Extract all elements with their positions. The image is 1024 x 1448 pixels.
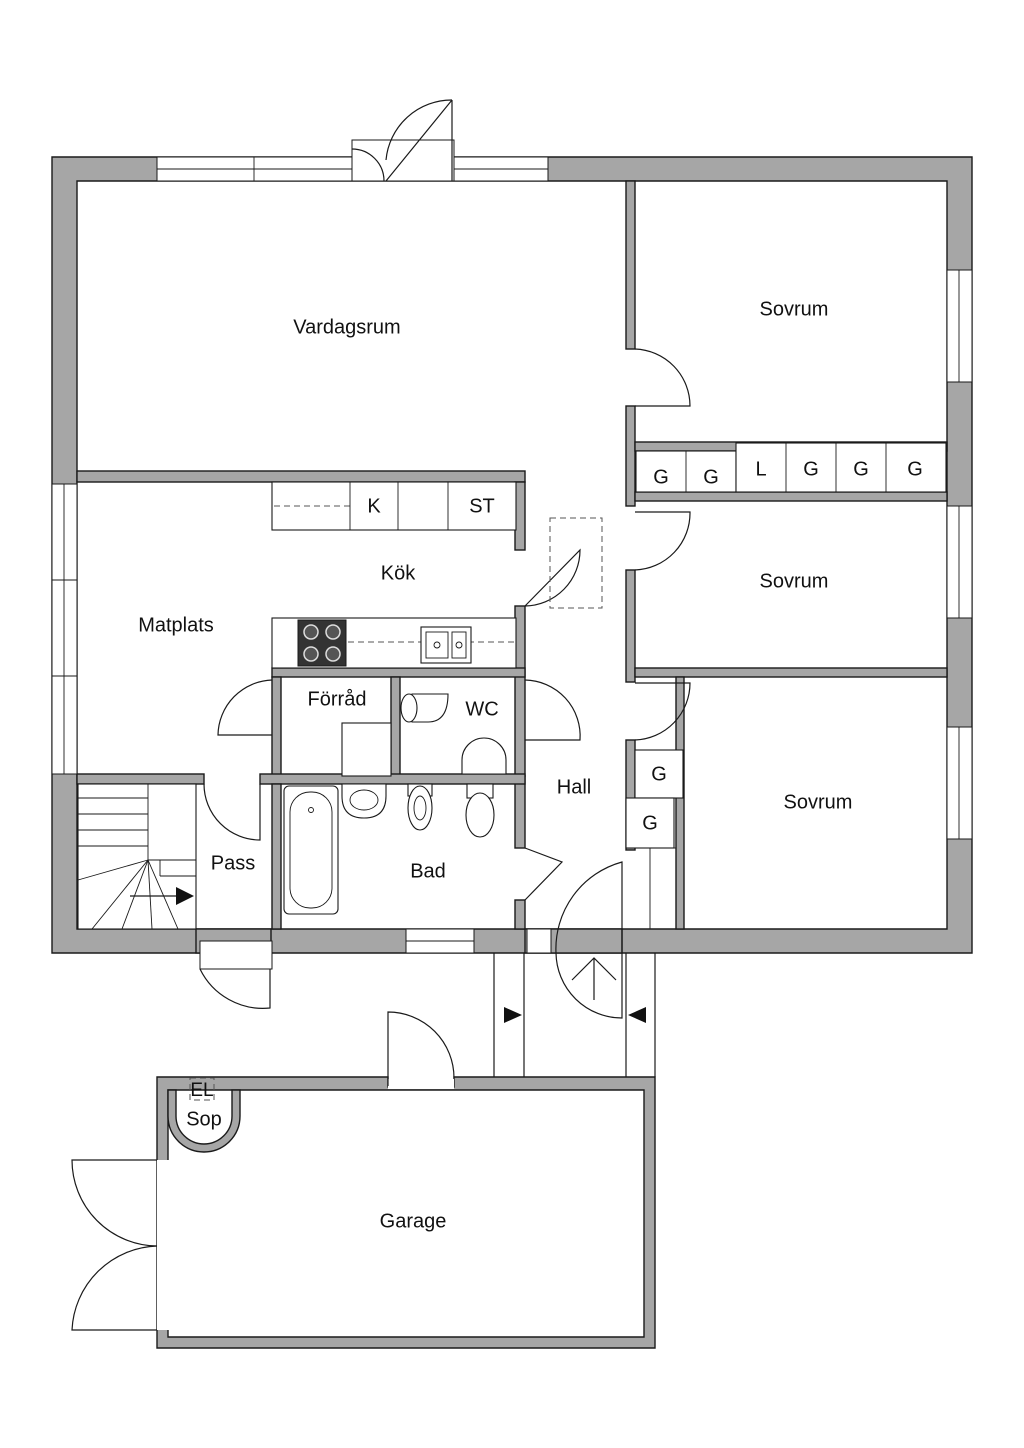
interior-wall: [625, 569, 636, 683]
room-label-sovrum-2: Sovrum: [760, 570, 829, 592]
closet-label-g: G: [907, 458, 923, 480]
sop-room-wall: [167, 1089, 241, 1153]
closet-label-g: G: [651, 763, 667, 785]
room-label-matplats: Matplats: [138, 614, 214, 636]
door-swing: [217, 679, 273, 736]
window: [946, 505, 973, 619]
window: [51, 483, 78, 775]
garage-door-swing: [71, 1245, 158, 1331]
interior-wall: [271, 667, 526, 678]
stair-outline: [77, 783, 197, 930]
closets: [625, 442, 947, 930]
stair-direction-arrow-icon: [176, 887, 194, 905]
door-swing: [524, 548, 581, 607]
door-swing: [203, 783, 261, 841]
wc-toilet-icon: [411, 693, 449, 723]
room-label-hall: Hall: [557, 776, 591, 798]
room-label-kok: Kök: [381, 562, 416, 584]
room-label-sovrum-1: Sovrum: [760, 298, 829, 320]
interior-wall: [76, 773, 205, 785]
bidet-icon: [407, 785, 433, 831]
closet-label-g: G: [703, 466, 719, 488]
closet: [625, 797, 675, 849]
wc-basin-icon: [461, 737, 507, 775]
closet-label-g: G: [803, 458, 819, 480]
carport-passage: [493, 953, 656, 1077]
closet-label-g: G: [853, 458, 869, 480]
closet-row: [735, 442, 947, 493]
door-swing: [634, 682, 691, 741]
door-swing: [634, 511, 691, 571]
closet-label-g: G: [642, 812, 658, 834]
wardrobe-rail: [649, 847, 677, 930]
door-swing: [199, 968, 271, 1009]
window: [946, 269, 973, 383]
interior-wall: [514, 775, 526, 849]
front-door-swing: [555, 952, 623, 1019]
door-swing: [634, 348, 691, 407]
arrow-left-icon: [628, 1007, 646, 1023]
room-label-vardagsrum: Vardagsrum: [293, 316, 400, 338]
storage-box: [341, 722, 392, 777]
kitchen-fixtures: [271, 481, 517, 669]
interior-wall: [390, 676, 401, 778]
arrow-right-icon: [504, 1007, 522, 1023]
bathroom-fixtures: [283, 693, 507, 915]
door-frame: [199, 940, 273, 970]
room-label-bad: Bad: [410, 860, 446, 882]
room-label-pass: Pass: [211, 852, 255, 874]
interior-wall: [271, 676, 282, 778]
interior-wall: [675, 676, 685, 930]
closet: [634, 749, 684, 799]
el-cabinet: [189, 1077, 215, 1101]
window: [526, 928, 552, 954]
bathtub-icon: [283, 785, 339, 915]
window: [946, 726, 973, 840]
room-label-el: EL: [190, 1080, 213, 1101]
interior-wall: [514, 899, 526, 930]
interior-wall: [625, 180, 636, 350]
room-label-sovrum-3: Sovrum: [784, 791, 853, 813]
garage-door-swing: [387, 1011, 455, 1086]
room-label-forrad: Förråd: [308, 688, 367, 710]
garage-door-swing: [71, 1159, 158, 1247]
door-swing: [351, 148, 385, 182]
interior-wall: [76, 470, 526, 483]
doors: [199, 99, 691, 1019]
interior-wall: [634, 667, 948, 678]
door-swing: [524, 847, 564, 901]
kitchen-fixture-k: K: [367, 495, 381, 517]
ceiling-hatch: [549, 517, 603, 609]
closet-label-g: G: [653, 466, 669, 488]
bath-toilet-icon: [465, 792, 495, 838]
front-door: [555, 861, 623, 954]
windows: [51, 156, 973, 954]
room-label-sop: Sop: [186, 1108, 222, 1130]
bath-basin-icon: [341, 783, 387, 819]
entrance-arrow-icon: [571, 957, 617, 1000]
door-swing: [385, 99, 453, 161]
room-label-garage: Garage: [380, 1210, 447, 1232]
interior-wall: [634, 491, 948, 502]
interior-wall: [271, 783, 282, 930]
garage-walls: [71, 1011, 656, 1349]
room-labels: Vardagsrum Sovrum Sovrum Sovrum Kök Matp…: [138, 298, 852, 1232]
interior-wall: [625, 405, 636, 507]
kitchen-fixture-st: ST: [469, 495, 495, 517]
door-leaf: [385, 99, 453, 182]
sink-icon: [420, 626, 472, 664]
closet-label-l: L: [755, 458, 766, 480]
interior-wall: [259, 773, 526, 785]
door-swing: [524, 679, 581, 741]
room-label-wc: WC: [465, 698, 498, 720]
fixture-labels: K ST G G L G G G G G: [367, 458, 922, 834]
kitchen-counter-top: [271, 481, 517, 531]
staircase: [77, 783, 197, 930]
